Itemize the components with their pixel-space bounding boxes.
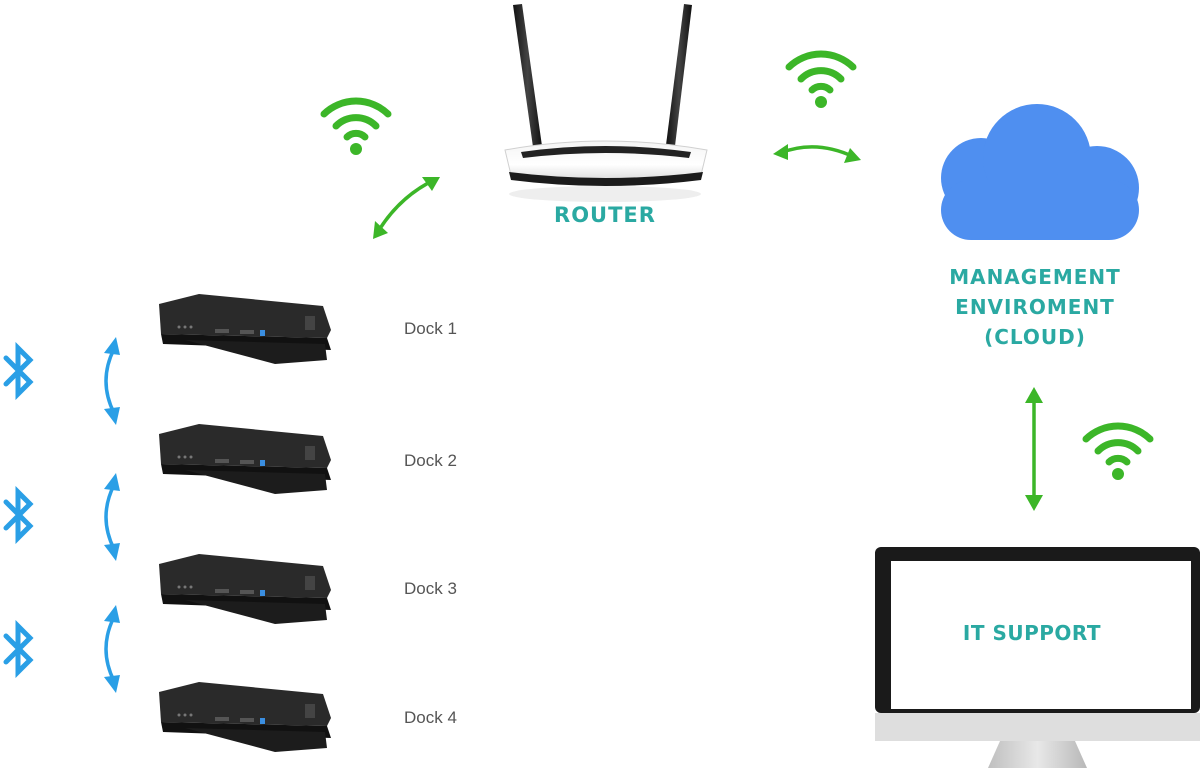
- wifi-icon: [318, 88, 394, 158]
- cloud-label-line-2: ENVIROMENT: [955, 295, 1115, 319]
- dock-label: Dock 3: [404, 579, 457, 598]
- dock-device-icon: [155, 420, 335, 500]
- cloud-label: MANAGEMENT ENVIROMENT (CLOUD): [905, 262, 1165, 352]
- wifi-icon: [783, 41, 859, 111]
- dock-device-icon: [155, 290, 335, 370]
- wifi-icon: [1080, 413, 1156, 483]
- dock-device-icon: [155, 678, 335, 758]
- monitor-screen-label: IT SUPPORT: [962, 621, 1102, 645]
- router-label: ROUTER: [554, 203, 656, 227]
- bluetooth-icon: [3, 620, 34, 678]
- cloud-label-line-3: (CLOUD): [984, 325, 1086, 349]
- dock-device-icon: [155, 550, 335, 630]
- link-arrow-router-cloud: [773, 144, 861, 163]
- cloud-icon: [925, 100, 1143, 245]
- monitor-icon: [875, 545, 1200, 768]
- router-icon: [495, 0, 715, 205]
- link-arrow-router-docks: [373, 177, 440, 239]
- link-arrow-dock-1-2: [104, 337, 120, 425]
- dock-label: Dock 4: [404, 708, 457, 727]
- bluetooth-icon: [3, 486, 34, 544]
- cloud-label-line-1: MANAGEMENT: [949, 265, 1121, 289]
- link-arrow-dock-3-4: [104, 605, 120, 693]
- bluetooth-icon: [3, 342, 34, 400]
- dock-label: Dock 2: [404, 451, 457, 470]
- link-arrow-dock-2-3: [104, 473, 120, 561]
- dock-label: Dock 1: [404, 319, 457, 338]
- link-arrow-cloud-monitor: [1025, 387, 1043, 511]
